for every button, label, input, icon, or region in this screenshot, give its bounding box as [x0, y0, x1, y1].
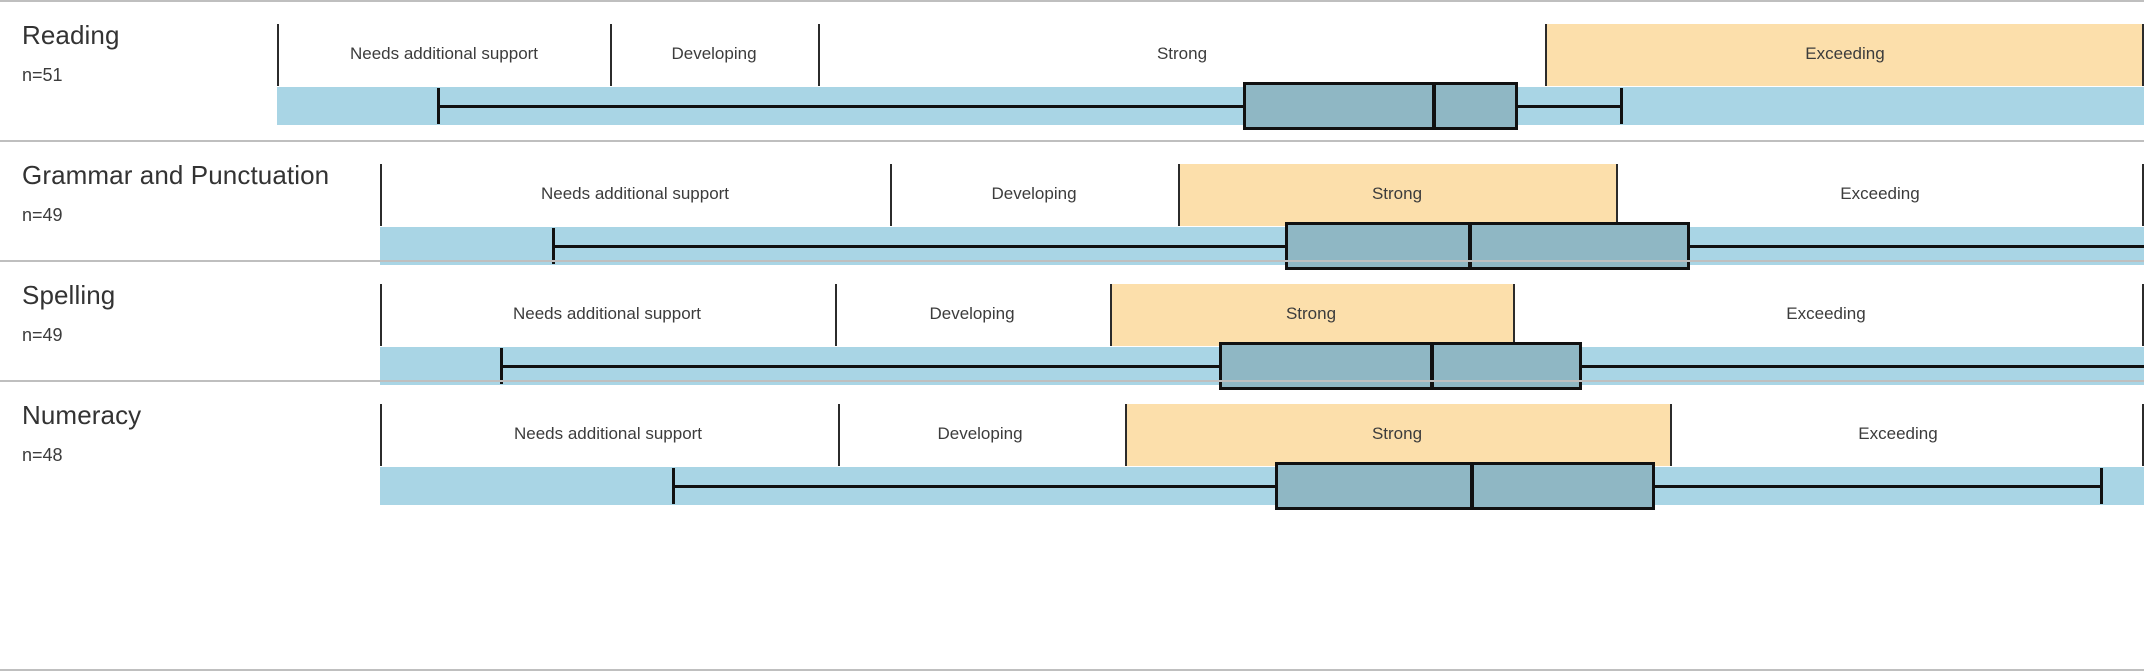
band-divider-tick [890, 164, 892, 226]
band-label: Developing [929, 304, 1015, 323]
median-line [1432, 82, 1436, 130]
whisker-cap-low [437, 88, 440, 124]
band-divider-tick [835, 284, 837, 346]
band-label: Exceeding [1786, 304, 1866, 323]
highlighted-band-fill [1110, 284, 1513, 346]
whisker-cap-high [1620, 88, 1623, 124]
band-divider-tick [380, 404, 382, 466]
band-divider-tick [1125, 404, 1127, 466]
band-label: Needs additional support [349, 44, 539, 63]
whisker-cap-low [500, 348, 503, 384]
band-label: Developing [991, 184, 1077, 203]
median-line [1430, 342, 1434, 390]
band-divider-tick [380, 164, 382, 226]
band-label: Exceeding [1805, 44, 1885, 63]
median-line [1468, 222, 1472, 270]
sample-size-label: n=51 [22, 65, 63, 85]
highlighted-band-fill [1545, 24, 2144, 86]
band-divider-tick [380, 284, 382, 346]
subject-row: Spelling n=49 Needs additional support Deve… [0, 260, 2144, 390]
band-divider-tick [1616, 164, 1618, 226]
subject-row: Reading n=51 Needs additional support Devel… [0, 0, 2144, 140]
highlighted-band-fill [1178, 164, 1616, 226]
row-plot-area: Needs additional support Developing Strong… [0, 262, 2144, 390]
band-divider-tick [2142, 164, 2144, 226]
subject-title: Grammar and Punctuation [22, 160, 330, 190]
row-plot-area: Needs additional support Developing Strong… [0, 2, 2144, 140]
whisker-cap-low [672, 468, 675, 504]
band-label: Strong [1156, 44, 1208, 63]
band-divider-tick [1670, 404, 1672, 466]
box-iqr [1285, 222, 1690, 270]
subject-row: Numeracy n=48 Needs additional support Deve… [0, 380, 2144, 510]
band-divider-tick [1110, 284, 1112, 346]
band-label: Needs additional support [513, 424, 703, 443]
sample-size-label: n=48 [22, 445, 63, 465]
whisker-line [437, 105, 1620, 108]
row-plot-area: Needs additional support Developing Strong… [0, 142, 2144, 270]
band-label: Needs additional support [512, 304, 702, 323]
whisker-cap-low [552, 228, 555, 264]
sample-size-label: n=49 [22, 325, 63, 345]
row-plot-area: Needs additional support Developing Strong… [0, 382, 2144, 510]
band-label: Needs additional support [540, 184, 730, 203]
band-label: Developing [937, 424, 1023, 443]
band-divider-tick [2142, 284, 2144, 346]
band-label: Exceeding [1858, 424, 1938, 443]
band-label: Strong [1285, 304, 1337, 323]
box-iqr [1219, 342, 1582, 390]
box-iqr [1243, 82, 1518, 130]
band-label: Strong [1371, 184, 1423, 203]
band-divider-tick [1513, 284, 1515, 346]
band-divider-tick [818, 24, 820, 86]
whisker-cap-high [2100, 468, 2103, 504]
subject-title: Reading [22, 20, 120, 50]
subject-title: Spelling [22, 280, 116, 310]
band-divider-tick [610, 24, 612, 86]
band-divider-tick [2142, 404, 2144, 466]
band-divider-tick [2142, 24, 2144, 86]
band-label: Strong [1371, 424, 1423, 443]
band-divider-tick [1178, 164, 1180, 226]
band-divider-tick [277, 24, 279, 86]
sample-size-label: n=49 [22, 205, 63, 225]
median-line [1470, 462, 1474, 510]
box-iqr [1275, 462, 1655, 510]
bottom-divider [0, 669, 2144, 671]
band-divider-tick [1545, 24, 1547, 86]
band-label: Exceeding [1840, 184, 1920, 203]
band-divider-tick [838, 404, 840, 466]
subject-title: Numeracy [22, 400, 142, 430]
band-label: Developing [671, 44, 757, 63]
highlighted-band-fill [1125, 404, 1670, 466]
